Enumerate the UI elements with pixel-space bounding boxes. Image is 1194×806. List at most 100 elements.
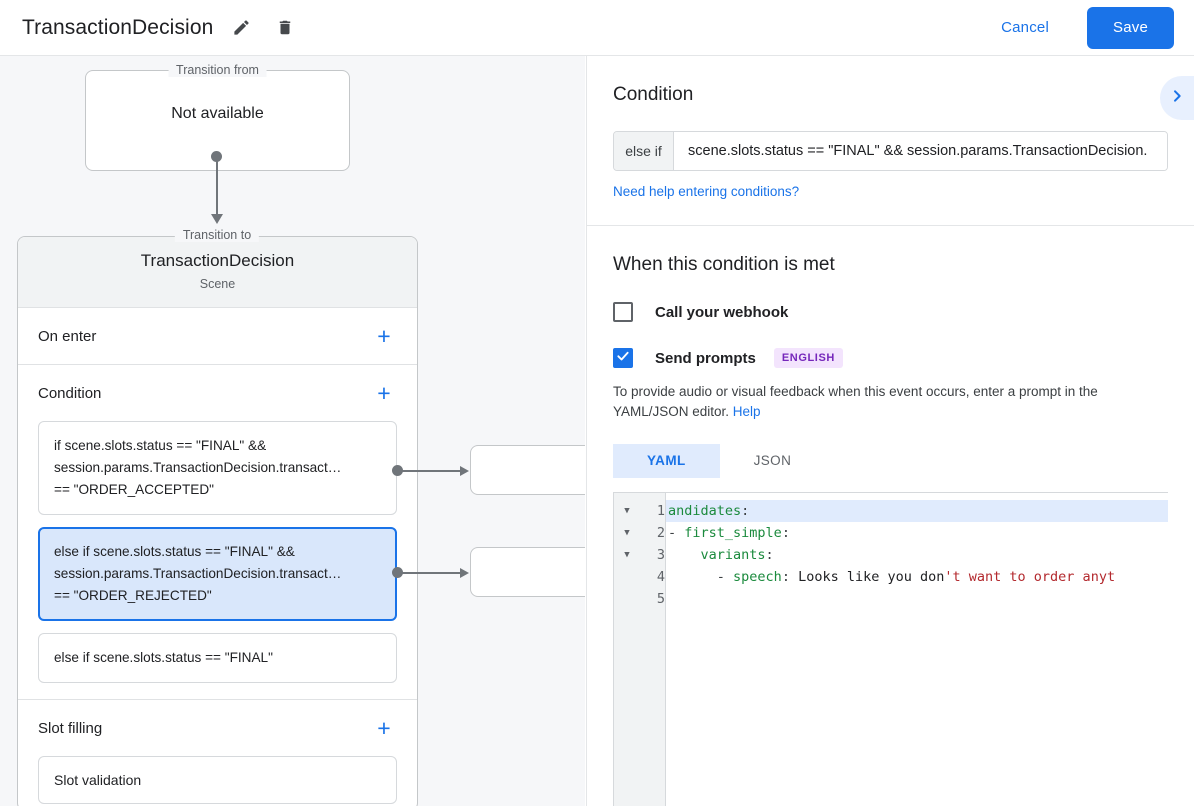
section-condition: Condition + if scene.slots.status == "FI… bbox=[18, 365, 417, 700]
code-token bbox=[668, 547, 701, 563]
condition-prefix-label: else if bbox=[614, 132, 674, 170]
condition-list: if scene.slots.status == "FINAL" && sess… bbox=[38, 421, 397, 699]
prompt-help-body: To provide audio or visual feedback when… bbox=[613, 384, 1098, 419]
edge-arrowhead bbox=[460, 466, 469, 476]
scene-card-header: TransactionDecision Scene bbox=[18, 237, 417, 308]
code-line[interactable]: andidates: bbox=[666, 500, 1168, 522]
app-header: TransactionDecision Cancel Save bbox=[0, 0, 1194, 56]
trash-icon bbox=[276, 18, 294, 37]
save-button[interactable]: Save bbox=[1087, 6, 1174, 49]
tab-yaml[interactable]: YAML bbox=[613, 444, 720, 478]
condition-item-selected[interactable]: else if scene.slots.status == "FINAL" &&… bbox=[38, 527, 397, 621]
code-line[interactable]: - first_simple: bbox=[666, 522, 1168, 544]
code-token: variants bbox=[700, 547, 766, 563]
code-line-number: 1 bbox=[656, 503, 665, 519]
code-line-number-gutter: 1 2 3 4 5 bbox=[640, 493, 666, 806]
condition-help-link[interactable]: Need help entering conditions? bbox=[613, 184, 800, 199]
chevron-right-icon bbox=[1169, 88, 1185, 109]
delete-scene-button[interactable] bbox=[269, 12, 301, 44]
code-line[interactable] bbox=[666, 588, 1168, 610]
check-icon bbox=[616, 349, 630, 368]
condition-expression-input[interactable] bbox=[674, 132, 1167, 170]
code-token: 't want to order anyt bbox=[944, 569, 1116, 585]
code-line-number: 5 bbox=[656, 591, 665, 607]
code-token: speech bbox=[733, 569, 782, 585]
slot-filling-list: Slot validation bbox=[38, 756, 397, 806]
section-title-condition: Condition bbox=[38, 384, 102, 402]
condition-input-row: else if bbox=[613, 131, 1168, 171]
language-badge: ENGLISH bbox=[773, 348, 843, 368]
scene-name: TransactionDecision bbox=[140, 251, 295, 270]
code-token: - bbox=[668, 569, 734, 585]
prompt-help-link[interactable]: Help bbox=[732, 404, 761, 419]
code-token: : bbox=[765, 547, 774, 563]
send-prompts-label: Send prompts bbox=[655, 349, 756, 367]
code-fold-spacer bbox=[614, 566, 640, 588]
code-fold-spacer bbox=[614, 588, 640, 610]
cancel-button[interactable]: Cancel bbox=[985, 11, 1065, 44]
editor-format-tabs: YAML JSON bbox=[613, 444, 1168, 478]
panel-collapse-button[interactable] bbox=[1160, 76, 1194, 120]
scene-type: Scene bbox=[199, 277, 236, 291]
edge-source-dot bbox=[392, 465, 403, 476]
code-token: : bbox=[781, 525, 790, 541]
plus-icon[interactable]: + bbox=[377, 714, 391, 741]
scene-flow-canvas: Transition from Not available Transition… bbox=[0, 56, 585, 806]
code-line-number: 2 bbox=[656, 525, 665, 541]
condition-editor-section: Condition else if Need help entering con… bbox=[587, 56, 1194, 226]
condition-item[interactable]: if scene.slots.status == "FINAL" && sess… bbox=[38, 421, 397, 515]
send-prompts-row: Send prompts ENGLISH bbox=[613, 348, 1168, 368]
code-token: - bbox=[668, 525, 685, 541]
section-slot-filling: Slot filling + Slot validation bbox=[18, 700, 417, 806]
section-header: Condition + bbox=[38, 365, 397, 421]
header-actions: Cancel Save bbox=[985, 6, 1194, 49]
condition-heading: Condition bbox=[613, 84, 694, 105]
edge-source-dot bbox=[392, 567, 403, 578]
connector-line bbox=[216, 156, 218, 218]
connector-arrowhead bbox=[211, 214, 223, 224]
page-title: TransactionDecision bbox=[22, 16, 214, 39]
pencil-icon bbox=[232, 18, 251, 37]
tab-json[interactable]: JSON bbox=[753, 453, 792, 468]
code-token: first_simple bbox=[684, 525, 782, 541]
edge-arrowhead bbox=[460, 568, 469, 578]
transition-to-card: TransactionDecision Scene On enter + Con… bbox=[17, 236, 418, 806]
call-webhook-label: Call your webhook bbox=[655, 303, 789, 321]
webhook-row: Call your webhook bbox=[613, 302, 1168, 322]
code-fold-toggle-icon[interactable]: ▼ bbox=[624, 506, 630, 516]
section-title-on-enter: On enter bbox=[38, 327, 97, 345]
condition-item[interactable]: else if scene.slots.status == "FINAL" bbox=[38, 633, 397, 683]
code-line[interactable]: - speech: Looks like you don't want to o… bbox=[666, 566, 1168, 588]
code-fold-toggle-icon[interactable]: ▼ bbox=[624, 528, 630, 538]
target-node-card[interactable] bbox=[470, 445, 585, 495]
header-title-group: TransactionDecision bbox=[0, 12, 301, 44]
send-prompts-checkbox[interactable] bbox=[613, 348, 633, 368]
code-line-number: 4 bbox=[656, 569, 665, 585]
code-line-number: 3 bbox=[656, 547, 665, 563]
target-node-card[interactable] bbox=[470, 547, 585, 597]
when-met-heading: When this condition is met bbox=[613, 254, 835, 275]
code-line[interactable]: variants: bbox=[666, 544, 1168, 566]
plus-icon[interactable]: + bbox=[377, 322, 391, 349]
code-fold-toggle-icon[interactable]: ▼ bbox=[624, 550, 630, 560]
section-on-enter: On enter + bbox=[18, 308, 417, 365]
transition-from-value: Not available bbox=[171, 105, 264, 122]
code-content-area[interactable]: andidates:- first_simple: variants: - sp… bbox=[666, 493, 1168, 806]
prompt-help-text: To provide audio or visual feedback when… bbox=[613, 382, 1168, 422]
edge-line bbox=[398, 572, 462, 574]
plus-icon[interactable]: + bbox=[377, 379, 391, 406]
edit-scene-button[interactable] bbox=[225, 12, 257, 44]
condition-detail-panel: Condition else if Need help entering con… bbox=[586, 56, 1194, 806]
edge-line bbox=[398, 470, 462, 472]
code-fold-gutter: ▼ ▼ ▼ bbox=[614, 493, 640, 806]
section-header: Slot filling + bbox=[38, 700, 397, 756]
code-token: Looks like you don bbox=[798, 569, 945, 585]
transition-to-legend: Transition to bbox=[174, 228, 260, 242]
section-header: On enter + bbox=[38, 308, 397, 364]
code-token: andidates bbox=[668, 503, 742, 519]
call-webhook-checkbox[interactable] bbox=[613, 302, 633, 322]
when-condition-met-section: When this condition is met Call your web… bbox=[587, 226, 1194, 806]
code-token: : bbox=[781, 569, 799, 585]
slot-validation-item[interactable]: Slot validation bbox=[38, 756, 397, 804]
